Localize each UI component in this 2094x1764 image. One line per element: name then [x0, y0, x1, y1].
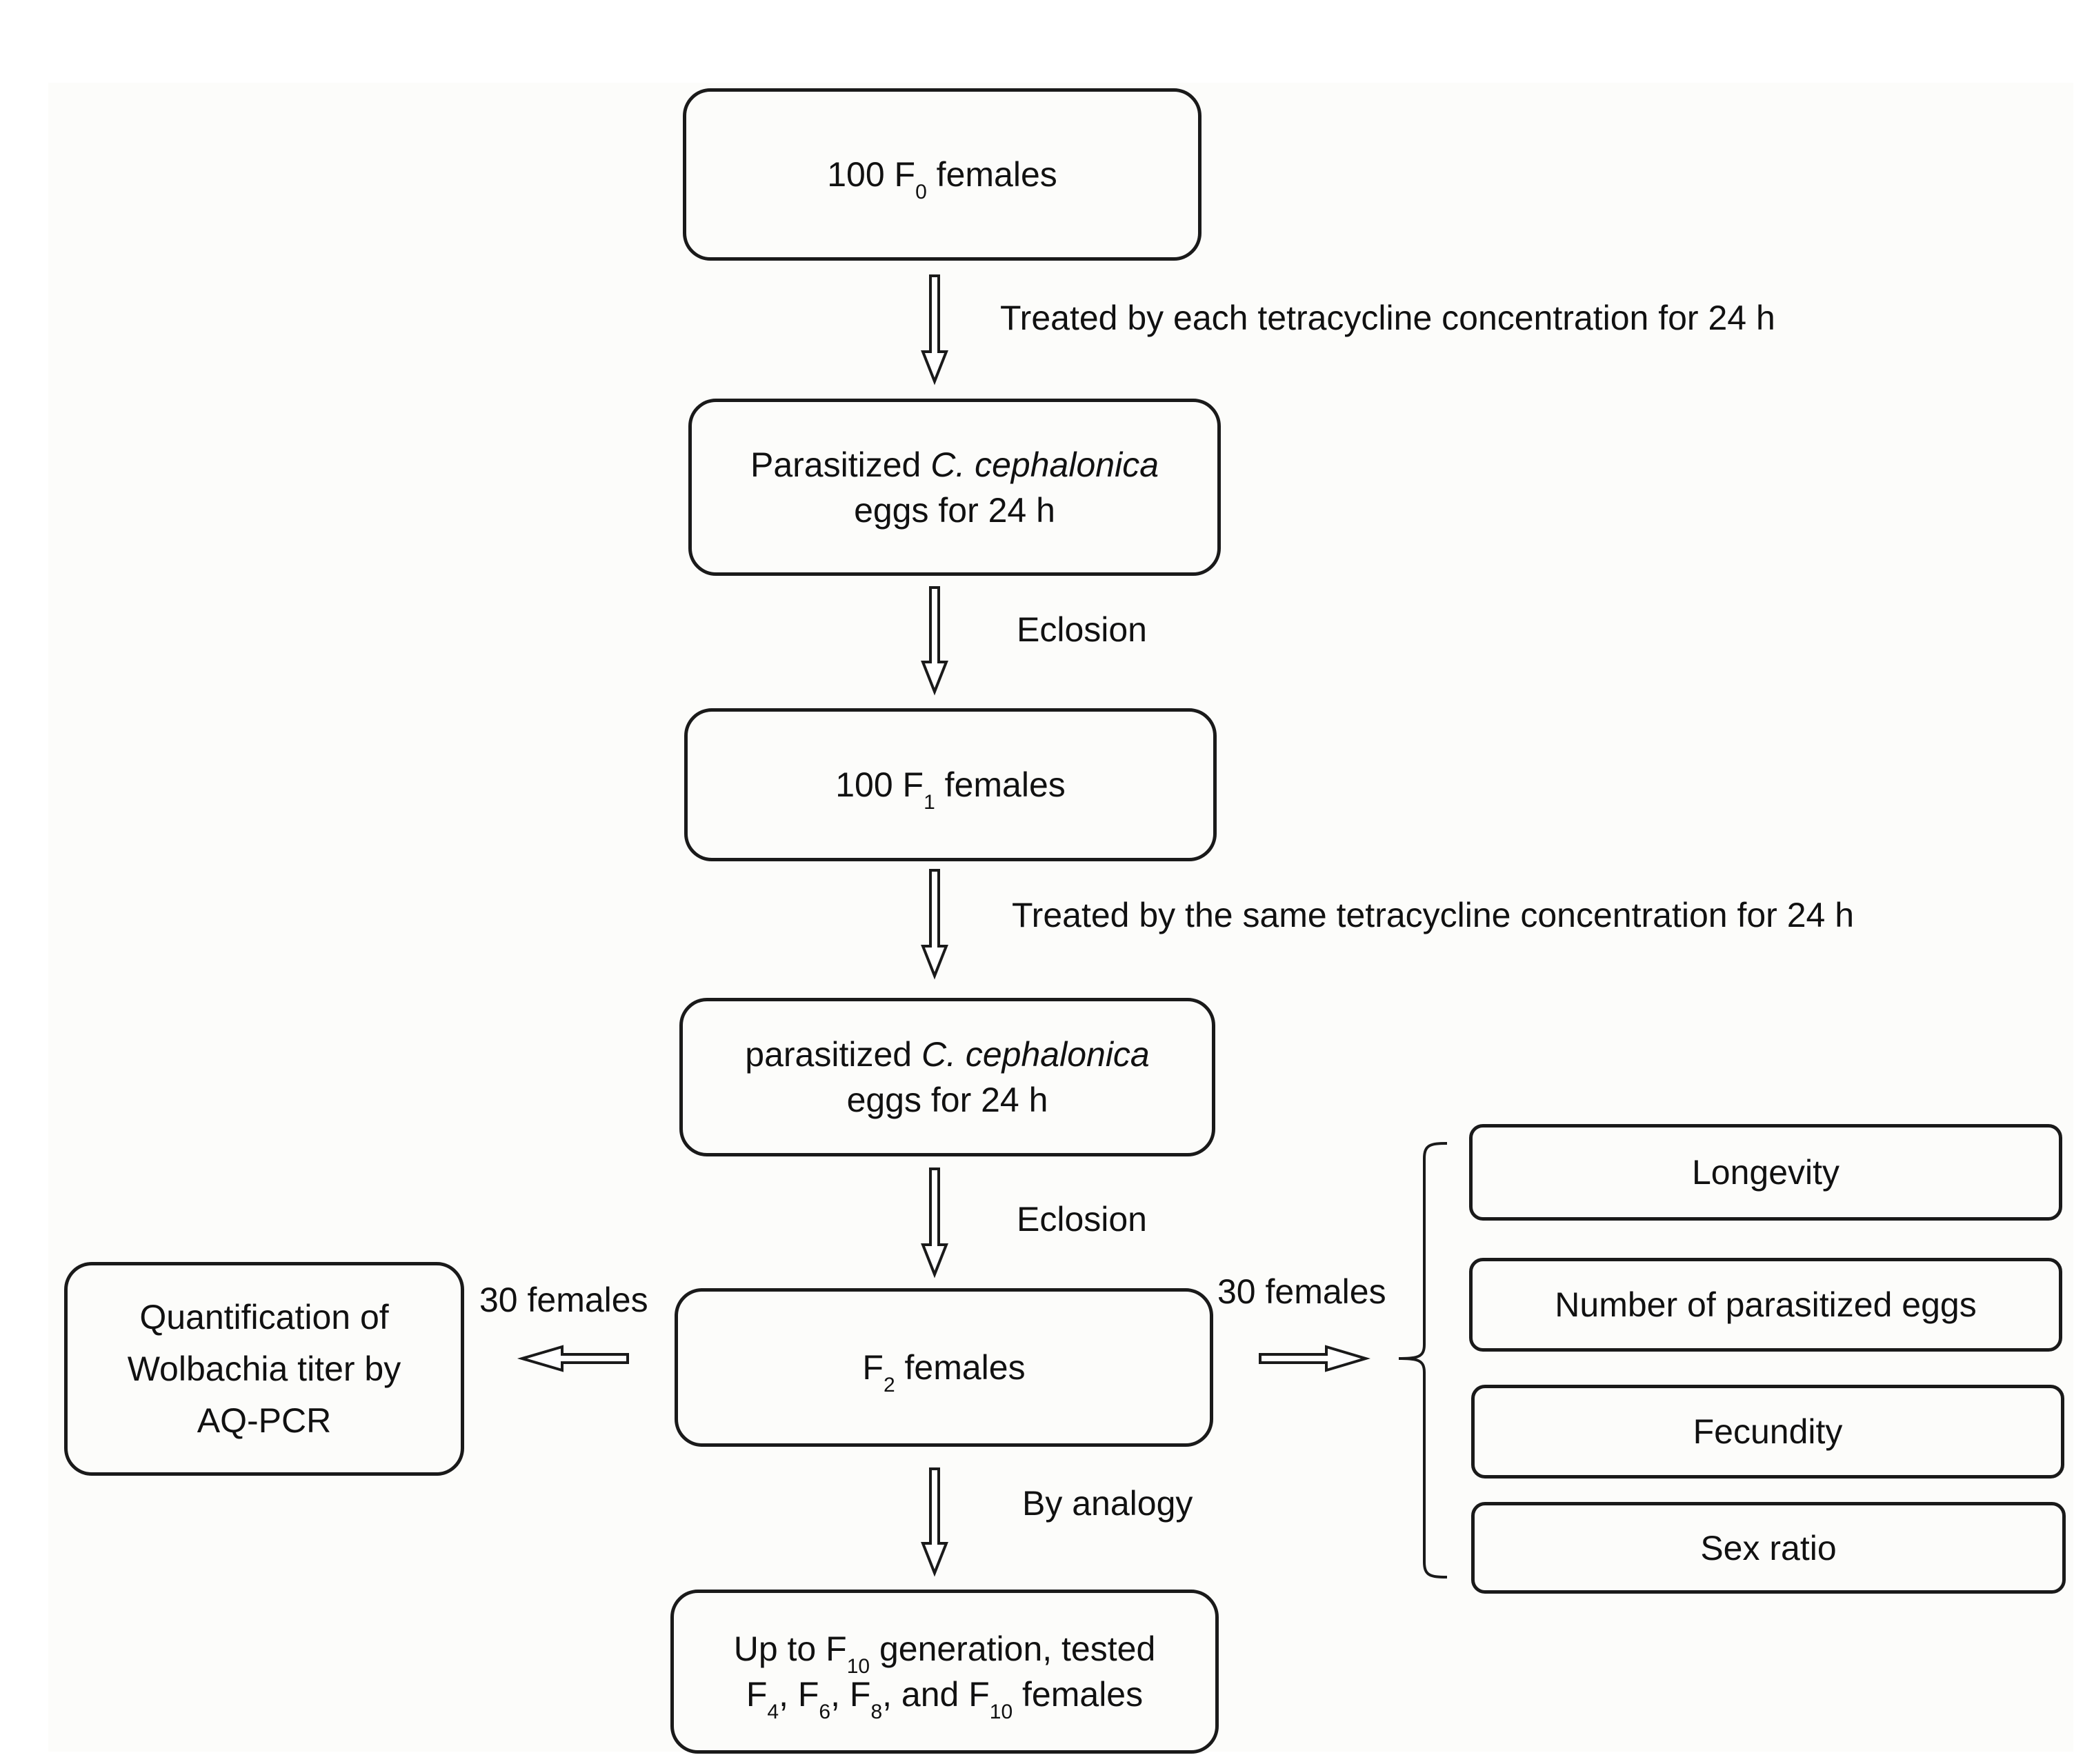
- upto-f8-subscript: 8: [870, 1701, 883, 1723]
- parasitized-1-line2: eggs for 24 h: [854, 490, 1055, 530]
- label-treated-each-concentration: Treated by each tetracycline concentrati…: [1000, 299, 1775, 337]
- upto-f6: , F: [779, 1675, 819, 1714]
- parasitized-2-species: C. cephalonica: [921, 1035, 1150, 1074]
- upto-f10: , and F: [882, 1675, 990, 1714]
- box-f1-females: 100 F1 females: [684, 708, 1217, 861]
- label-30-females-left: 30 females: [479, 1281, 648, 1319]
- quantification-line3: AQ-PCR: [197, 1401, 332, 1440]
- upto-f6-subscript: 6: [819, 1701, 831, 1723]
- label-by-analogy: By analogy: [1022, 1484, 1193, 1523]
- upto-line1: Up to F: [733, 1630, 847, 1668]
- f0-subscript: 0: [915, 181, 927, 203]
- upto-f4: F: [746, 1675, 768, 1714]
- upto-f8: , F: [830, 1675, 871, 1714]
- label-eclosion-2: Eclosion: [1017, 1200, 1147, 1239]
- box-sex-ratio: Sex ratio: [1471, 1502, 2066, 1594]
- longevity-text: Longevity: [1691, 1153, 1840, 1192]
- quantification-line1: Quantification of: [139, 1297, 389, 1336]
- arrow-down-4: [921, 1167, 948, 1279]
- parasitized-2-line2: eggs for 24 h: [846, 1081, 1048, 1119]
- number-parasitized-text: Number of parasitized eggs: [1555, 1285, 1977, 1324]
- box-f2-females: F2 females: [675, 1288, 1213, 1447]
- arrow-down-1: [921, 274, 948, 385]
- box-quantification: Quantification of Wolbachia titer by AQ-…: [64, 1262, 464, 1476]
- arrow-down-3: [921, 869, 948, 980]
- upto-f10b-subscript: 10: [989, 1701, 1013, 1723]
- upto-f4-subscript: 4: [767, 1701, 779, 1723]
- arrow-right: [1259, 1345, 1370, 1372]
- box-parasitized-eggs-1: Parasitized C. cephalonica eggs for 24 h: [688, 399, 1221, 576]
- f1-text: 100 F: [835, 765, 924, 804]
- box-up-to-f10: Up to F10 generation, tested F4, F6, F8,…: [670, 1590, 1219, 1754]
- f2-text: F: [862, 1348, 884, 1387]
- f1-text-tail: females: [935, 765, 1066, 804]
- label-treated-same-concentration: Treated by the same tetracycline concent…: [1012, 896, 1855, 934]
- parasitized-1-species: C. cephalonica: [930, 445, 1159, 484]
- upto-tail: females: [1013, 1675, 1144, 1714]
- outcome-brace: [1398, 1142, 1448, 1578]
- label-eclosion-1: Eclosion: [1017, 610, 1147, 649]
- f2-subscript: 2: [883, 1374, 895, 1396]
- sex-ratio-text: Sex ratio: [1700, 1528, 1837, 1567]
- fecundity-text: Fecundity: [1693, 1412, 1843, 1451]
- box-number-of-parasitized-eggs: Number of parasitized eggs: [1469, 1258, 2062, 1352]
- arrow-down-2: [921, 586, 948, 696]
- box-f0-females: 100 F0 females: [683, 88, 1201, 261]
- quantification-line2: Wolbachia titer by: [127, 1349, 401, 1388]
- f0-text: 100 F: [827, 155, 916, 194]
- f1-subscript: 1: [924, 791, 935, 814]
- f0-text-tail: females: [926, 155, 1057, 194]
- upto-line1-tail: generation, tested: [870, 1630, 1156, 1668]
- parasitized-1-text: Parasitized: [750, 445, 931, 484]
- box-fecundity: Fecundity: [1471, 1385, 2064, 1479]
- parasitized-2-text: parasitized: [745, 1035, 921, 1074]
- arrow-down-5: [921, 1467, 948, 1577]
- label-30-females-right: 30 females: [1217, 1272, 1386, 1311]
- box-parasitized-eggs-2: parasitized C. cephalonica eggs for 24 h: [679, 998, 1215, 1156]
- arrow-left: [517, 1345, 629, 1372]
- f2-text-tail: females: [895, 1348, 1026, 1387]
- box-longevity: Longevity: [1469, 1124, 2062, 1221]
